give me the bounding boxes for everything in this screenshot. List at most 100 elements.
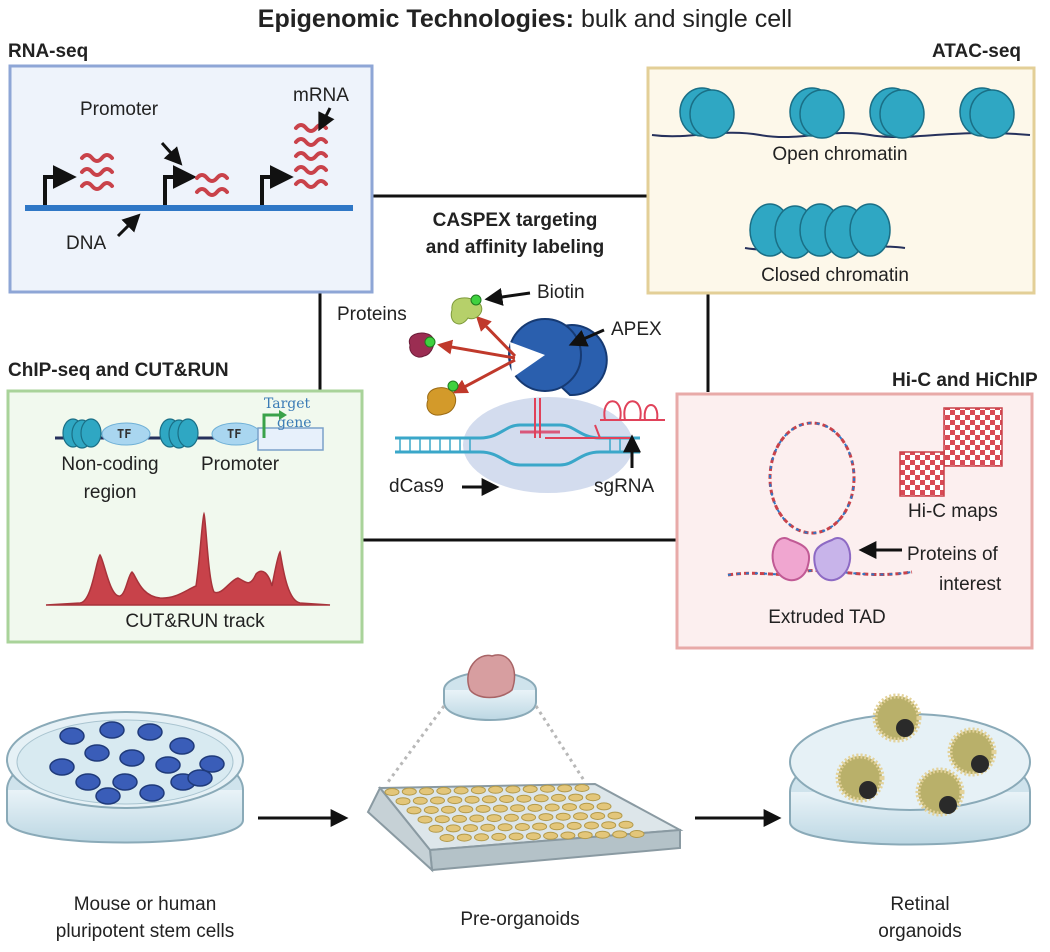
biotin-label: Biotin bbox=[537, 282, 585, 303]
plate-well bbox=[480, 823, 496, 832]
plate-well bbox=[463, 824, 478, 833]
cut-and-run-track-label: CUT&RUN track bbox=[125, 611, 265, 632]
chip-seq-heading: ChIP-seq and CUT&RUN bbox=[8, 360, 229, 381]
plate-well bbox=[434, 815, 450, 824]
plate-well bbox=[439, 834, 455, 842]
organoid-blob bbox=[467, 654, 516, 699]
plate-well bbox=[522, 785, 538, 794]
plate-well bbox=[475, 804, 491, 813]
connector-lines bbox=[318, 194, 710, 542]
plate-well bbox=[395, 797, 411, 806]
apex-label: APEX bbox=[611, 319, 662, 340]
plate-well bbox=[436, 786, 452, 795]
plate-well bbox=[452, 814, 467, 823]
open-chromatin-label: Open chromatin bbox=[772, 144, 908, 165]
plate-well bbox=[491, 832, 507, 841]
caspex-heading-line2: and affinity labeling bbox=[425, 237, 605, 258]
plate-well bbox=[557, 784, 573, 793]
gene-label: gene bbox=[277, 415, 312, 431]
plate-well bbox=[417, 815, 433, 824]
tf-label-1: TF bbox=[117, 427, 132, 441]
plate-well bbox=[469, 814, 485, 823]
proteins-label: Proteins bbox=[337, 304, 407, 325]
plate-well bbox=[590, 812, 606, 820]
plate-well bbox=[549, 822, 565, 831]
plate-well bbox=[406, 806, 422, 815]
plate-well bbox=[419, 787, 434, 796]
plate-well bbox=[607, 811, 623, 820]
plate-well bbox=[532, 822, 548, 831]
plate-well bbox=[464, 795, 480, 804]
retinal-organoid-dish bbox=[789, 693, 1031, 846]
plate-well bbox=[510, 804, 526, 813]
plate-well bbox=[596, 802, 612, 811]
caspex-heading-line1: CASPEX targeting bbox=[432, 210, 598, 231]
plate-well bbox=[423, 806, 439, 814]
rna-promoter-label: Promoter bbox=[80, 99, 159, 120]
page-title: Epigenomic Technologies: bulk and single… bbox=[0, 5, 1050, 34]
plate-well bbox=[612, 830, 628, 839]
plate-well bbox=[566, 821, 582, 830]
plate-well bbox=[584, 821, 599, 830]
dcas9-label: dCas9 bbox=[389, 476, 444, 497]
sgrna-label: sgRNA bbox=[594, 476, 655, 497]
rna-seq-panel bbox=[8, 64, 374, 294]
retinal-organoids-label-line1: Retinal bbox=[890, 894, 950, 915]
plate-well bbox=[470, 786, 486, 795]
pre-organoids-label: Pre-organoids bbox=[460, 909, 580, 930]
sgrna-hairpins bbox=[594, 400, 665, 439]
proteins-of-interest-line1: Proteins of bbox=[907, 544, 998, 565]
plate-well bbox=[384, 788, 400, 796]
plate-well bbox=[514, 823, 530, 831]
plate-well bbox=[412, 796, 428, 805]
plate-well bbox=[544, 803, 560, 812]
rna-mrna-label: mRNA bbox=[293, 85, 349, 106]
tf-label-2: TF bbox=[227, 427, 242, 441]
plate-well bbox=[456, 833, 472, 842]
plate-well bbox=[428, 824, 444, 833]
rna-dna-label: DNA bbox=[66, 233, 107, 254]
hi-c-maps-label: Hi-C maps bbox=[908, 501, 998, 522]
chip-promoter-label: Promoter bbox=[201, 454, 280, 475]
rna-seq-heading: RNA-seq bbox=[8, 41, 89, 62]
plate-well bbox=[492, 804, 508, 813]
plate-well bbox=[595, 830, 610, 839]
plate-well bbox=[441, 805, 456, 814]
plate-well bbox=[538, 813, 554, 822]
hi-c-maps bbox=[899, 407, 1003, 497]
plate-well bbox=[555, 812, 571, 821]
stem-cells-label-line2: pluripotent stem cells bbox=[55, 921, 235, 942]
plate-well bbox=[574, 784, 590, 792]
plate-well bbox=[447, 796, 463, 805]
atac-seq-heading: ATAC-seq bbox=[932, 41, 1022, 62]
plate-wells bbox=[384, 784, 645, 842]
hi-c-panel bbox=[675, 392, 1034, 650]
plate-well bbox=[579, 802, 595, 811]
plate-well bbox=[474, 833, 489, 842]
plate-well bbox=[430, 796, 445, 805]
stem-cell-dish bbox=[6, 711, 244, 844]
plate-well bbox=[543, 831, 559, 840]
plate-well bbox=[525, 832, 541, 841]
plate-well bbox=[521, 813, 537, 822]
plate-well bbox=[573, 812, 588, 821]
open-chromatin-nucleosomes bbox=[679, 87, 1015, 139]
target-label: Target bbox=[264, 396, 311, 412]
plate-well bbox=[577, 831, 593, 840]
closed-chromatin-nucleosomes bbox=[749, 203, 891, 259]
plate-well bbox=[503, 813, 519, 822]
chip-seq-panel bbox=[6, 389, 364, 644]
plate-well bbox=[453, 786, 469, 795]
hi-c-heading: Hi-C and HiChIP bbox=[892, 370, 1038, 391]
plate-well bbox=[505, 785, 521, 794]
plate-well bbox=[560, 831, 576, 840]
plate-well bbox=[458, 805, 474, 814]
closed-chromatin-label: Closed chromatin bbox=[761, 265, 909, 286]
plate-well bbox=[585, 793, 601, 802]
plate-well bbox=[601, 821, 617, 830]
plate-well bbox=[401, 787, 417, 796]
plate-well bbox=[562, 803, 577, 812]
plate-well bbox=[568, 793, 584, 802]
noncoding-label-line1: Non-coding bbox=[61, 454, 159, 475]
